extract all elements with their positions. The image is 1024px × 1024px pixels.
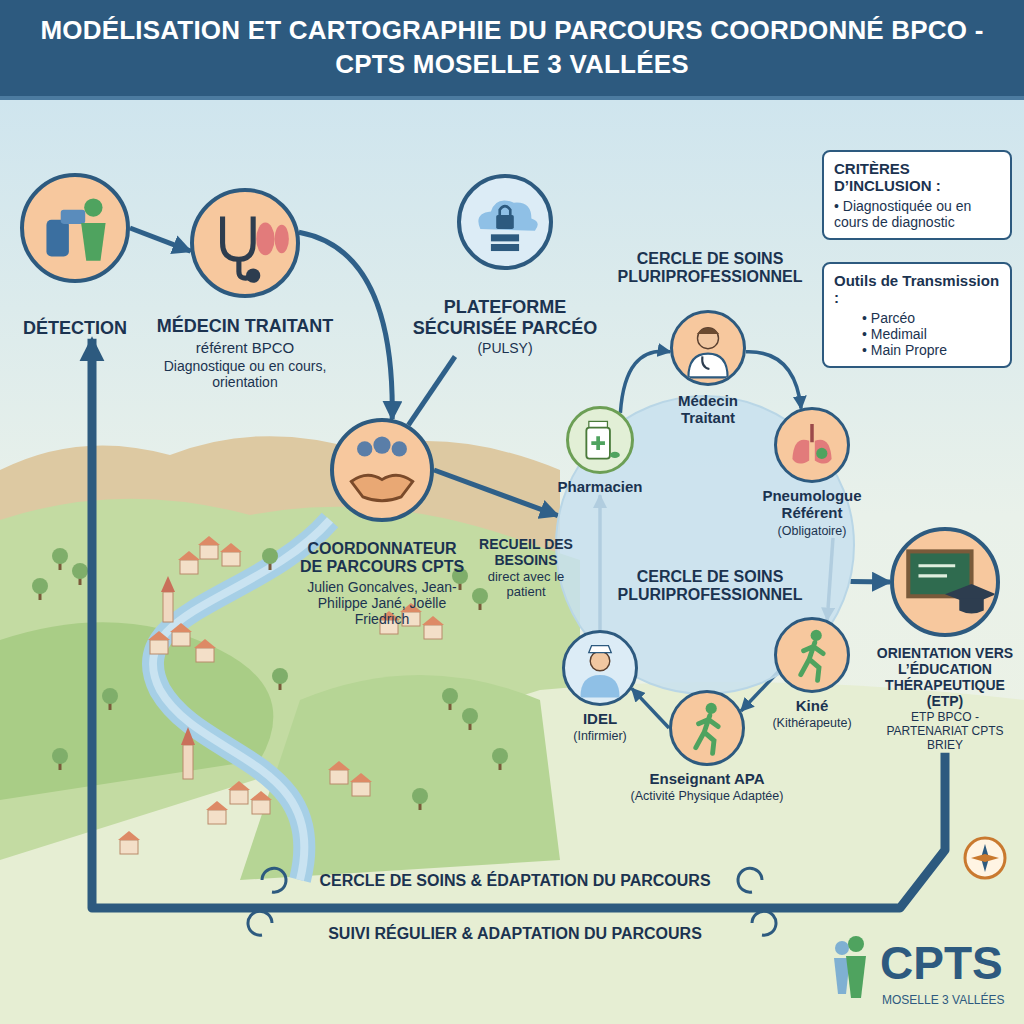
node-text: • Main Propre: [834, 342, 1000, 358]
text-holder: CERCLE DE SOINS PLURIPROFESSIONNEL: [612, 250, 808, 287]
node-icon: [190, 188, 300, 298]
node-icon: [330, 418, 434, 522]
logo-subtext: MOSELLE 3 VALLÉES: [882, 994, 1017, 1008]
platform-step: PLATEFORME SÉCURISÉE PARCÉO (PULSY): [405, 174, 605, 356]
node-icon: [20, 173, 130, 283]
label-holder: direct avec le patient: [470, 570, 582, 600]
node-heading: Enseignant APA: [607, 770, 807, 787]
node-icon: [890, 527, 1000, 637]
node-heading: COORDONNATEUR DE PARCOURS CPTS: [295, 540, 470, 577]
label-holder: RECUEIL DES BESOINS: [470, 536, 582, 568]
member-pulmonologist: Pneumologue Référent (Obligatoire): [752, 407, 872, 538]
member-apa: Enseignant APA (Activité Physique Adaptée…: [607, 690, 807, 804]
needs-label: RECUEIL DES BESOINS: [470, 536, 582, 568]
title-text: MODÉLISATION ET CARTOGRAPHIE DU PARCOURS…: [32, 14, 992, 82]
node-text: • Parcéo: [834, 310, 1000, 326]
flow-arrow: [746, 352, 801, 409]
node-icon: [669, 690, 745, 766]
label-holder: SUIVI RÉGULIER & ADAPTATION DU PARCOURS: [285, 925, 745, 943]
node-heading: Pneumologue Référent: [752, 487, 872, 522]
node-icon: [457, 174, 553, 270]
node-text: • Medimail: [834, 326, 1000, 342]
care-circle: CERCLE DE SOINS PLURIPROFESSIONNEL CERCLE…: [545, 245, 875, 845]
node-text: référent BPCO: [149, 339, 341, 356]
node-heading: MÉDECIN TRAITANT: [149, 316, 341, 337]
node-icon: [562, 630, 638, 706]
node-text: Julien Goncalves, Jean-Philippe Jané, Jo…: [295, 579, 470, 627]
detection-step: DÉTECTION: [5, 173, 145, 339]
flow-arrow: [408, 357, 455, 426]
node-heading: Outils de Transmission :: [834, 272, 1000, 307]
flow-arrow: [434, 470, 558, 516]
member-nurse: IDEL (Infirmier): [545, 630, 655, 744]
node-heading: CRITÈRES D’INCLUSION :: [834, 160, 1000, 195]
member-pharmacist: Pharmacien: [545, 406, 655, 495]
edge-label: SUIVI RÉGULIER & ADAPTATION DU PARCOURS: [285, 925, 745, 943]
node-text: Diagnostique ou en cours, orientation: [149, 358, 341, 390]
coordinator-step: COORDONNATEUR DE PARCOURS CPTSJulien Gon…: [295, 418, 470, 627]
node-heading: Kiné: [757, 697, 867, 714]
return-loop-arrow: [92, 339, 945, 908]
cpts-logo-figures: [834, 936, 866, 998]
tools-box: Outils de Transmission : • Parcéo• Medima…: [822, 262, 1012, 368]
node-text: CERCLE DE SOINS PLURIPROFESSIONNEL: [615, 568, 805, 605]
flow-arrow: [130, 228, 191, 251]
node-icon: [774, 617, 850, 693]
compass: [965, 838, 1005, 878]
node-text: (Obligatoire): [752, 524, 872, 538]
inclusion-box: CRITÈRES D’INCLUSION :• Diagnostiquée ou…: [822, 150, 1012, 240]
node-text: • Diagnostiquée ou en cours de diagnosti…: [834, 198, 1000, 230]
flow-arrow: [632, 689, 669, 728]
node-heading: Médecin Traitant: [658, 392, 758, 427]
etp-step: ORIENTATION VERS L’ÉDUCATION THÉRAPEUTIQ…: [870, 527, 1020, 753]
node-text: (PULSY): [405, 340, 605, 356]
node-icon: [774, 407, 850, 483]
needs-sublabel: direct avec le patient: [470, 570, 582, 600]
node-heading: ORIENTATION VERS L’ÉDUCATION THÉRAPEUTIQ…: [870, 645, 1020, 709]
band-label: CERCLE DE SOINS & ÉDAPTATION DU PARCOURS: [285, 872, 745, 890]
member-gp: Médecin Traitant: [658, 310, 758, 427]
node-icon: [566, 406, 634, 474]
text-holder: CERCLE DE SOINS PLURIPROFESSIONNEL: [615, 566, 805, 605]
gp-step: MÉDECIN TRAITANT référent BPCO Diagnostiqu…: [149, 188, 341, 390]
node-text: (Infirmier): [545, 729, 655, 743]
member-physio: Kiné (Kithérapeute): [757, 617, 867, 731]
node-heading: IDEL: [545, 710, 655, 727]
label-holder: CERCLE DE SOINS & ÉDAPTATION DU PARCOURS: [285, 872, 745, 890]
node-icon: [670, 310, 746, 386]
label-holder: CPTS: [880, 940, 1015, 986]
node-text: ETP BPCO - PARTENARIAT CPTS BRIEY: [870, 711, 1020, 752]
node-heading: CERCLE DE SOINS PLURIPROFESSIONNEL: [612, 250, 808, 287]
logo-text: CPTS: [880, 940, 1015, 986]
node-text: (Kithérapeute): [757, 716, 867, 730]
node-heading: Pharmacien: [545, 478, 655, 495]
flow-arrow: [851, 579, 891, 585]
label-holder: MOSELLE 3 VALLÉES: [882, 994, 1017, 1008]
node-heading: DÉTECTION: [5, 318, 145, 339]
node-text: (Activité Physique Adaptée): [607, 789, 807, 803]
node-heading: PLATEFORME SÉCURISÉE PARCÉO: [405, 297, 605, 338]
